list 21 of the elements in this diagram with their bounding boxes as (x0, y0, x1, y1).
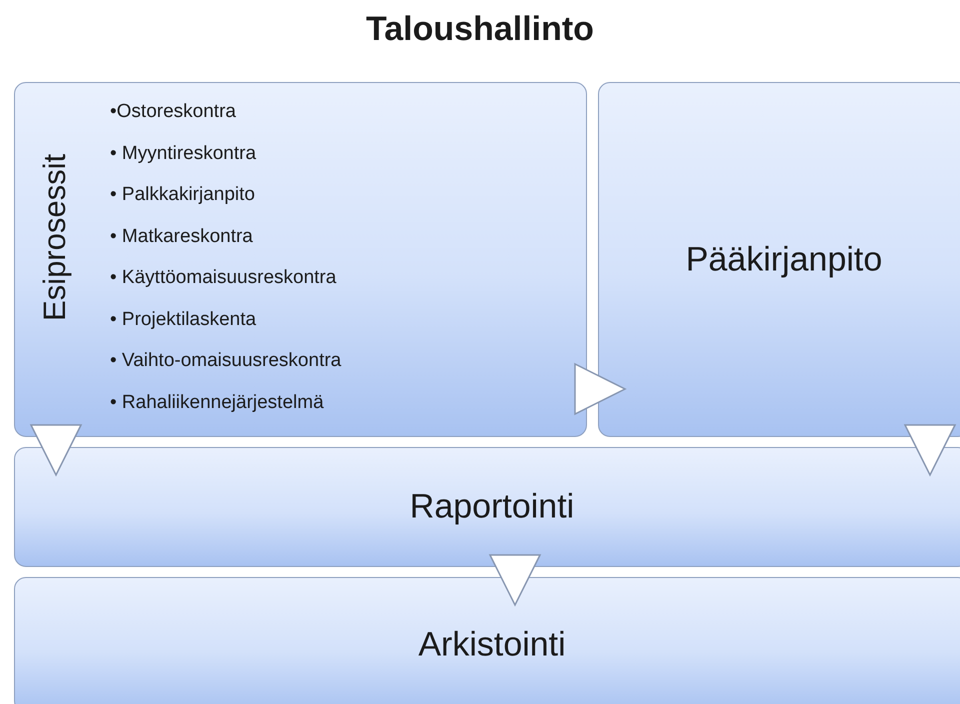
process-panel (14, 82, 587, 437)
arrow (30, 424, 82, 476)
list-item: • Myyntireskontra (110, 142, 258, 166)
process-box (14, 447, 960, 567)
panel-heading: Esiprosessit (37, 154, 73, 321)
diagram-title: Taloushallinto (365, 10, 595, 49)
box-label: Raportointi (408, 488, 576, 526)
list-item: • Rahaliikennejärjestelmä (110, 390, 325, 414)
arrow (904, 424, 956, 476)
list-item: • Käyttöomaisuusreskontra (110, 266, 338, 290)
arrow (574, 363, 626, 415)
list-item: • Projektilaskenta (110, 308, 258, 332)
box-label: Pääkirjanpito (684, 240, 884, 279)
list-item: • Palkkakirjanpito (110, 183, 256, 207)
process-box (14, 577, 960, 704)
arrow (489, 554, 541, 606)
box-label: Arkistointi (417, 626, 567, 664)
list-item: •Ostoreskontra (110, 100, 237, 124)
list-item: • Vaihto-omaisuusreskontra (110, 349, 342, 373)
list-item: • Matkareskontra (110, 224, 254, 248)
process-box (598, 82, 960, 437)
